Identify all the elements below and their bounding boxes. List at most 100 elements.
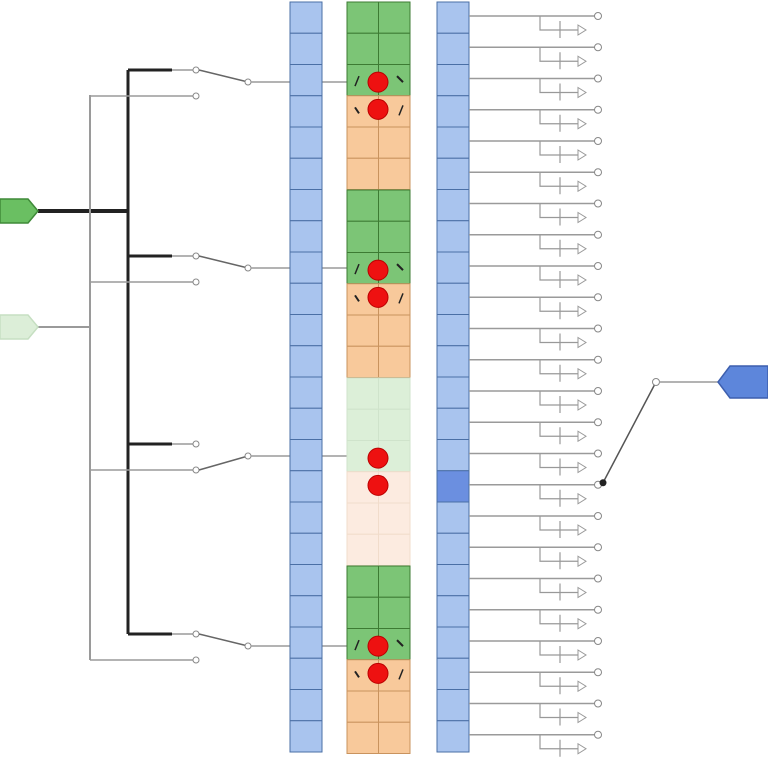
rotation-arrow-mark (396, 263, 404, 271)
right-register-cell (436, 501, 470, 534)
input-port-active (0, 198, 39, 224)
tap-node (594, 387, 602, 395)
ground-stub (539, 359, 578, 382)
buffer-symbol (577, 586, 587, 599)
tap-node (594, 418, 602, 427)
tap-node (594, 105, 602, 114)
red-marker (367, 474, 389, 496)
output-port (717, 365, 768, 399)
left-register-cell (289, 626, 323, 659)
block-orange-cell (346, 721, 379, 754)
output-selector-wire (602, 381, 657, 484)
ground-stub (539, 641, 578, 663)
tap-node (594, 355, 602, 364)
right-register-cell (436, 626, 470, 659)
right-register-cell (436, 64, 470, 97)
ground-stub (539, 297, 578, 320)
right-register-cell (436, 189, 470, 222)
rotation-arrow-mark (354, 106, 360, 114)
buffer-symbol (577, 305, 587, 318)
right-register-cell (436, 657, 470, 690)
switch-contact (192, 466, 200, 474)
ground-stub (539, 422, 578, 445)
left-register-cell (289, 251, 323, 284)
buffer-symbol (577, 742, 587, 755)
ports (0, 198, 768, 487)
red-marker (367, 98, 389, 120)
right-register-cell (436, 126, 470, 159)
rotation-tick-mark (398, 105, 404, 116)
right-register-cell (436, 532, 470, 565)
output-taps (469, 12, 602, 757)
tap-node (594, 449, 602, 458)
block-green-cell (378, 220, 411, 253)
left-register-cell (289, 720, 323, 753)
block-green-cell (378, 565, 411, 598)
switch-contact (192, 278, 200, 286)
right-register-cell (436, 95, 470, 128)
ground-stub (539, 141, 578, 163)
ground-stub (539, 47, 578, 70)
block-green-cell (378, 596, 411, 629)
right-register-cell (436, 314, 470, 347)
ground-stub (539, 78, 578, 101)
block-orange-cell (378, 345, 411, 378)
tap-node (594, 137, 602, 145)
tap-node (594, 574, 602, 583)
rotation-arrow-mark (396, 639, 404, 647)
tap-node (594, 293, 602, 302)
buffer-symbol (577, 55, 587, 68)
ground-stub (539, 16, 578, 38)
buffer-symbol (577, 117, 587, 130)
right-register-cell (436, 220, 470, 253)
switch-contact (192, 630, 200, 638)
right-register-cell (436, 157, 470, 190)
ground-stub (539, 516, 578, 538)
block-orange-cell (378, 314, 411, 347)
block-orange-cell (378, 157, 411, 190)
block-green-cell (378, 377, 411, 410)
left-register-cell (289, 657, 323, 690)
switch-pivot (244, 264, 252, 272)
selector-contact (599, 479, 607, 487)
left-register-cell (289, 314, 323, 347)
switch-pivot (244, 78, 252, 86)
block-orange-cell (378, 126, 411, 159)
ground-stub (539, 172, 578, 195)
left-register-cell (289, 689, 323, 722)
buffer-symbol (577, 461, 587, 474)
tap-node (594, 668, 602, 677)
buffer-symbol (577, 180, 587, 193)
block-orange-cell (378, 502, 411, 535)
ground-stub (539, 609, 578, 632)
ground-stub (539, 734, 578, 757)
rotation-arrow-mark (396, 75, 404, 83)
right-register-cell (436, 32, 470, 65)
ground-stub (539, 484, 578, 507)
red-marker (367, 662, 389, 684)
block-green-cell (378, 1, 411, 34)
rotation-tick-mark (398, 669, 404, 680)
block-green-cell (378, 408, 411, 441)
left-wiring (38, 66, 347, 664)
switch-lever (198, 69, 249, 83)
switch-contact (192, 252, 200, 260)
ground-stub (539, 703, 578, 726)
block-orange-cell (346, 314, 379, 347)
block-orange-cell (346, 157, 379, 190)
buffer-symbol (577, 367, 587, 380)
rotation-tick-mark (354, 639, 360, 651)
right-register-cell (436, 345, 470, 378)
ground-stub (539, 453, 578, 476)
buffer-symbol (577, 711, 587, 724)
ground-stub (539, 328, 578, 351)
right-register (436, 1, 470, 753)
block-green-cell (346, 189, 379, 222)
left-register (289, 1, 323, 753)
left-register-cell (289, 564, 323, 597)
red-marker (367, 447, 389, 469)
tap-node (594, 699, 602, 708)
buffer-symbol (577, 211, 587, 224)
red-marker (367, 286, 389, 308)
buffer-symbol (577, 680, 587, 693)
